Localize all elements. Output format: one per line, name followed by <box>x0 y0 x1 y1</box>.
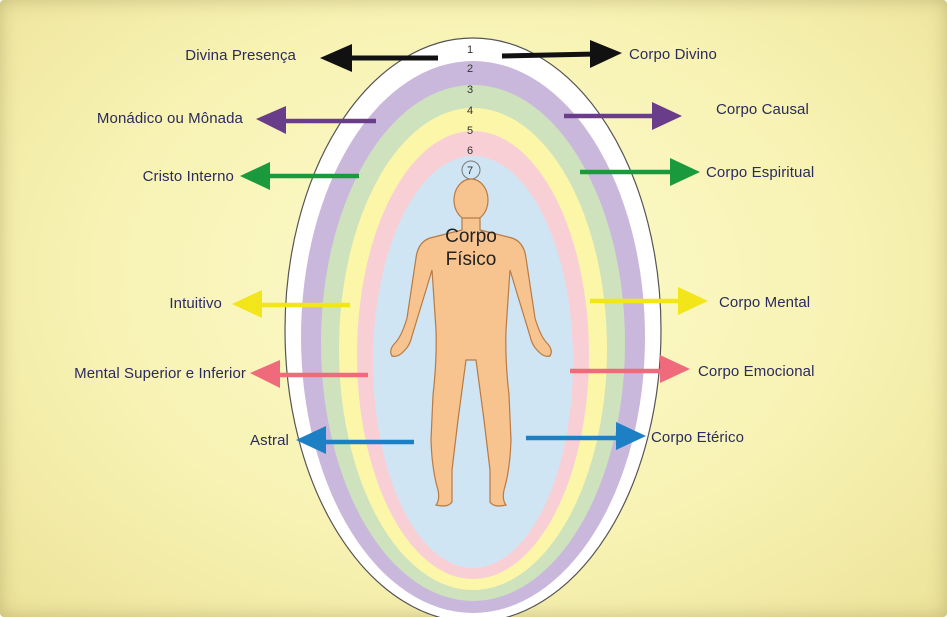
arrowhead-corpo-emocional <box>660 355 690 383</box>
layer-number-5: 5 <box>467 125 473 137</box>
label-corpo-causal: Corpo Causal <box>716 101 809 118</box>
arrowhead-corpo-espiritual <box>670 158 700 186</box>
arrowhead-divina-presenca <box>320 44 352 72</box>
label-divina-presenca: Divina Presença <box>185 47 296 64</box>
arrowhead-corpo-mental <box>678 287 708 315</box>
layer-number-4: 4 <box>467 105 473 117</box>
label-intuitivo: Intuitivo <box>169 295 222 312</box>
arrowhead-corpo-divino <box>590 40 622 68</box>
corpo-fisico-line1: Corpo <box>431 225 511 248</box>
layer-number-2: 2 <box>467 63 473 75</box>
arrowhead-mental-superior <box>250 360 280 388</box>
layer-number-6: 6 <box>467 145 473 157</box>
label-monadico: Monádico ou Mônada <box>97 110 243 127</box>
layer-number-1: 1 <box>467 44 473 56</box>
label-mental-superior: Mental Superior e Inferior <box>74 365 246 382</box>
layer-number-3: 3 <box>467 84 473 96</box>
label-astral: Astral <box>250 432 289 449</box>
arrowhead-monadico <box>256 106 286 134</box>
label-corpo-espiritual: Corpo Espiritual <box>706 164 814 181</box>
label-corpo-eterico: Corpo Etérico <box>651 429 744 446</box>
label-corpo-emocional: Corpo Emocional <box>698 363 815 380</box>
arrow-corpo-divino <box>502 54 596 56</box>
arrowhead-cristo-interno <box>240 162 270 190</box>
label-corpo-mental: Corpo Mental <box>719 294 810 311</box>
corpo-fisico-line2: Físico <box>431 248 511 271</box>
arrowhead-intuitivo <box>232 290 262 318</box>
arrowhead-corpo-causal <box>652 102 682 130</box>
label-corpo-divino: Corpo Divino <box>629 46 717 63</box>
corpo-fisico-label: Corpo Físico <box>431 225 511 271</box>
layer-number-7: 7 <box>467 165 473 177</box>
label-cristo-interno: Cristo Interno <box>143 168 234 185</box>
